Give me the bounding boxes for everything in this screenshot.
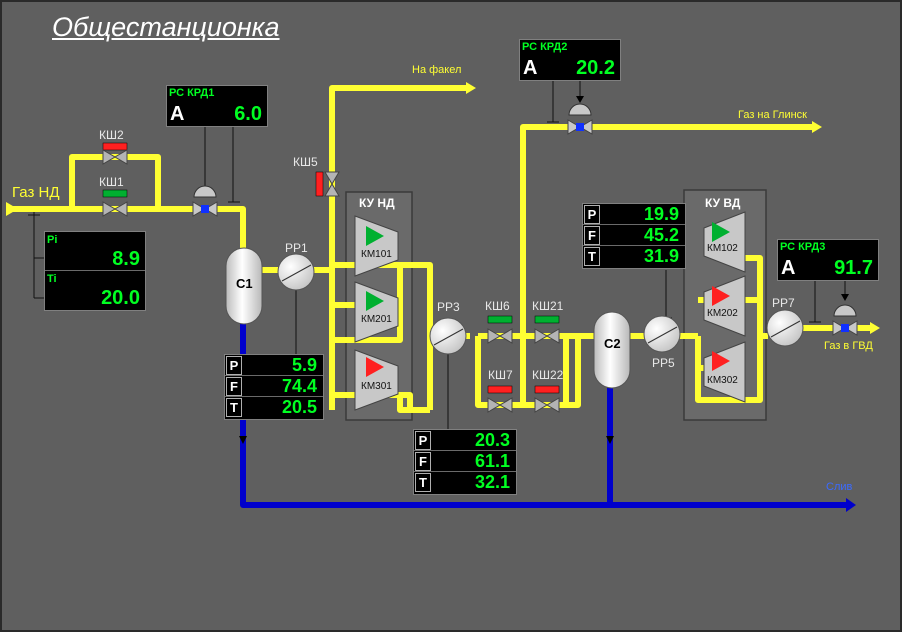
rr3-t-value: 32.1 — [474, 472, 510, 492]
vessel-c1[interactable] — [225, 247, 263, 325]
rs-krd1-panel[interactable]: РС КРД1 А 6.0 — [166, 85, 268, 127]
rr3-p-value: 20.3 — [474, 430, 510, 450]
vd-p-value: 19.9 — [643, 204, 679, 224]
label-ksh21: КШ21 — [532, 299, 564, 313]
c1-f-value: 74.4 — [281, 376, 317, 396]
label-na-fakel: На факел — [412, 64, 462, 76]
rs-krd2-title: РС КРД2 — [522, 41, 568, 53]
control-valve-krd2[interactable] — [567, 103, 593, 135]
rs-krd1-title: РС КРД1 — [169, 87, 215, 99]
valve-ksh6[interactable] — [487, 315, 513, 344]
label-rr1: РР1 — [285, 241, 308, 255]
pft-panel-rr3: P 20.3 F 61.1 T 32.1 — [413, 429, 517, 495]
rr3-f-label: F — [415, 452, 431, 471]
label-km201: КМ201 — [361, 314, 392, 325]
inlet-ti-value: 20.0 — [101, 287, 140, 309]
inlet-ti-label: Ti — [47, 273, 57, 285]
valve-ksh5[interactable] — [315, 171, 340, 197]
label-rr7: РР7 — [772, 296, 795, 310]
vessel-c2[interactable] — [593, 311, 631, 389]
inlet-pi-value: 8.9 — [112, 248, 140, 270]
label-gas-nd: Газ НД — [12, 184, 60, 201]
label-ksh22: КШ22 — [532, 368, 564, 382]
label-rr3: РР3 — [437, 300, 460, 314]
vd-f-value: 45.2 — [643, 225, 679, 245]
compressor-km101[interactable] — [354, 215, 399, 277]
valve-ksh21[interactable] — [534, 315, 560, 344]
compressor-km201[interactable] — [354, 281, 399, 343]
label-ku-vd: КУ ВД — [705, 196, 741, 210]
label-gaz-glinsk: Газ на Глинск — [738, 109, 807, 121]
label-c1: С1 — [236, 276, 253, 291]
rs-krd3-title: РС КРД3 — [780, 241, 826, 253]
c1-p-label: P — [226, 356, 242, 375]
label-ksh2: КШ2 — [99, 128, 124, 142]
label-km101: КМ101 — [361, 249, 392, 260]
label-rr5: РР5 — [652, 356, 675, 370]
c1-t-label: T — [226, 398, 242, 417]
inlet-panel: Pi 8.9 Ti 20.0 — [44, 231, 146, 311]
rr3-f-value: 61.1 — [474, 451, 510, 471]
pft-panel-vd: P 19.9 F 45.2 T 31.9 — [582, 203, 686, 269]
rr3-p-label: P — [415, 431, 431, 450]
valve-ksh22[interactable] — [534, 385, 560, 413]
compressor-km301[interactable] — [354, 349, 399, 411]
rr3-t-label: T — [415, 473, 431, 492]
label-ksh7: КШ7 — [488, 368, 513, 382]
valve-ksh1[interactable] — [102, 189, 128, 217]
vd-t-label: T — [584, 247, 600, 266]
label-ksh5: КШ5 — [293, 155, 318, 169]
compressor-km102[interactable] — [703, 211, 746, 273]
rs-krd2-panel[interactable]: РС КРД2 А 20.2 — [519, 39, 621, 81]
vd-f-label: F — [584, 226, 600, 245]
label-sliv: Слив — [826, 481, 853, 493]
label-gaz-gvd: Газ в ГВД — [824, 340, 873, 352]
flowmeter-rr5[interactable] — [643, 315, 681, 353]
compressor-km202[interactable] — [703, 275, 746, 337]
vd-p-label: P — [584, 205, 600, 224]
label-ksh1: КШ1 — [99, 175, 124, 189]
control-valve-krd1[interactable] — [192, 185, 218, 217]
control-valve-krd3[interactable] — [832, 304, 858, 336]
page-title: Общестанционка — [52, 12, 280, 42]
inlet-pi-label: Pi — [47, 234, 58, 246]
rs-krd1-mode: А — [170, 103, 185, 125]
label-km202: КМ202 — [707, 308, 738, 319]
c1-f-label: F — [226, 377, 242, 396]
flowmeter-rr3[interactable] — [429, 317, 467, 355]
rs-krd2-mode: А — [523, 57, 538, 79]
flowmeter-rr1[interactable] — [277, 253, 315, 291]
label-km301: КМ301 — [361, 381, 392, 392]
label-ksh6: КШ6 — [485, 299, 510, 313]
vd-t-value: 31.9 — [643, 246, 679, 266]
valve-ksh7[interactable] — [487, 385, 513, 413]
label-km302: КМ302 — [707, 375, 738, 386]
compressor-km302[interactable] — [703, 341, 746, 403]
label-km102: КМ102 — [707, 243, 738, 254]
c1-t-value: 20.5 — [281, 397, 317, 417]
rs-krd1-value: 6.0 — [234, 103, 262, 125]
c1-p-value: 5.9 — [291, 355, 317, 375]
flowmeter-rr7[interactable] — [766, 309, 804, 347]
label-ku-nd: КУ НД — [359, 196, 395, 210]
rs-krd3-value: 91.7 — [834, 257, 873, 279]
rs-krd3-panel[interactable]: РС КРД3 А 91.7 — [777, 239, 879, 281]
pft-panel-c1: P 5.9 F 74.4 T 20.5 — [224, 354, 324, 420]
rs-krd3-mode: А — [781, 257, 796, 279]
valve-ksh2[interactable] — [102, 142, 128, 165]
rs-krd2-value: 20.2 — [576, 57, 615, 79]
label-c2: С2 — [604, 336, 621, 351]
